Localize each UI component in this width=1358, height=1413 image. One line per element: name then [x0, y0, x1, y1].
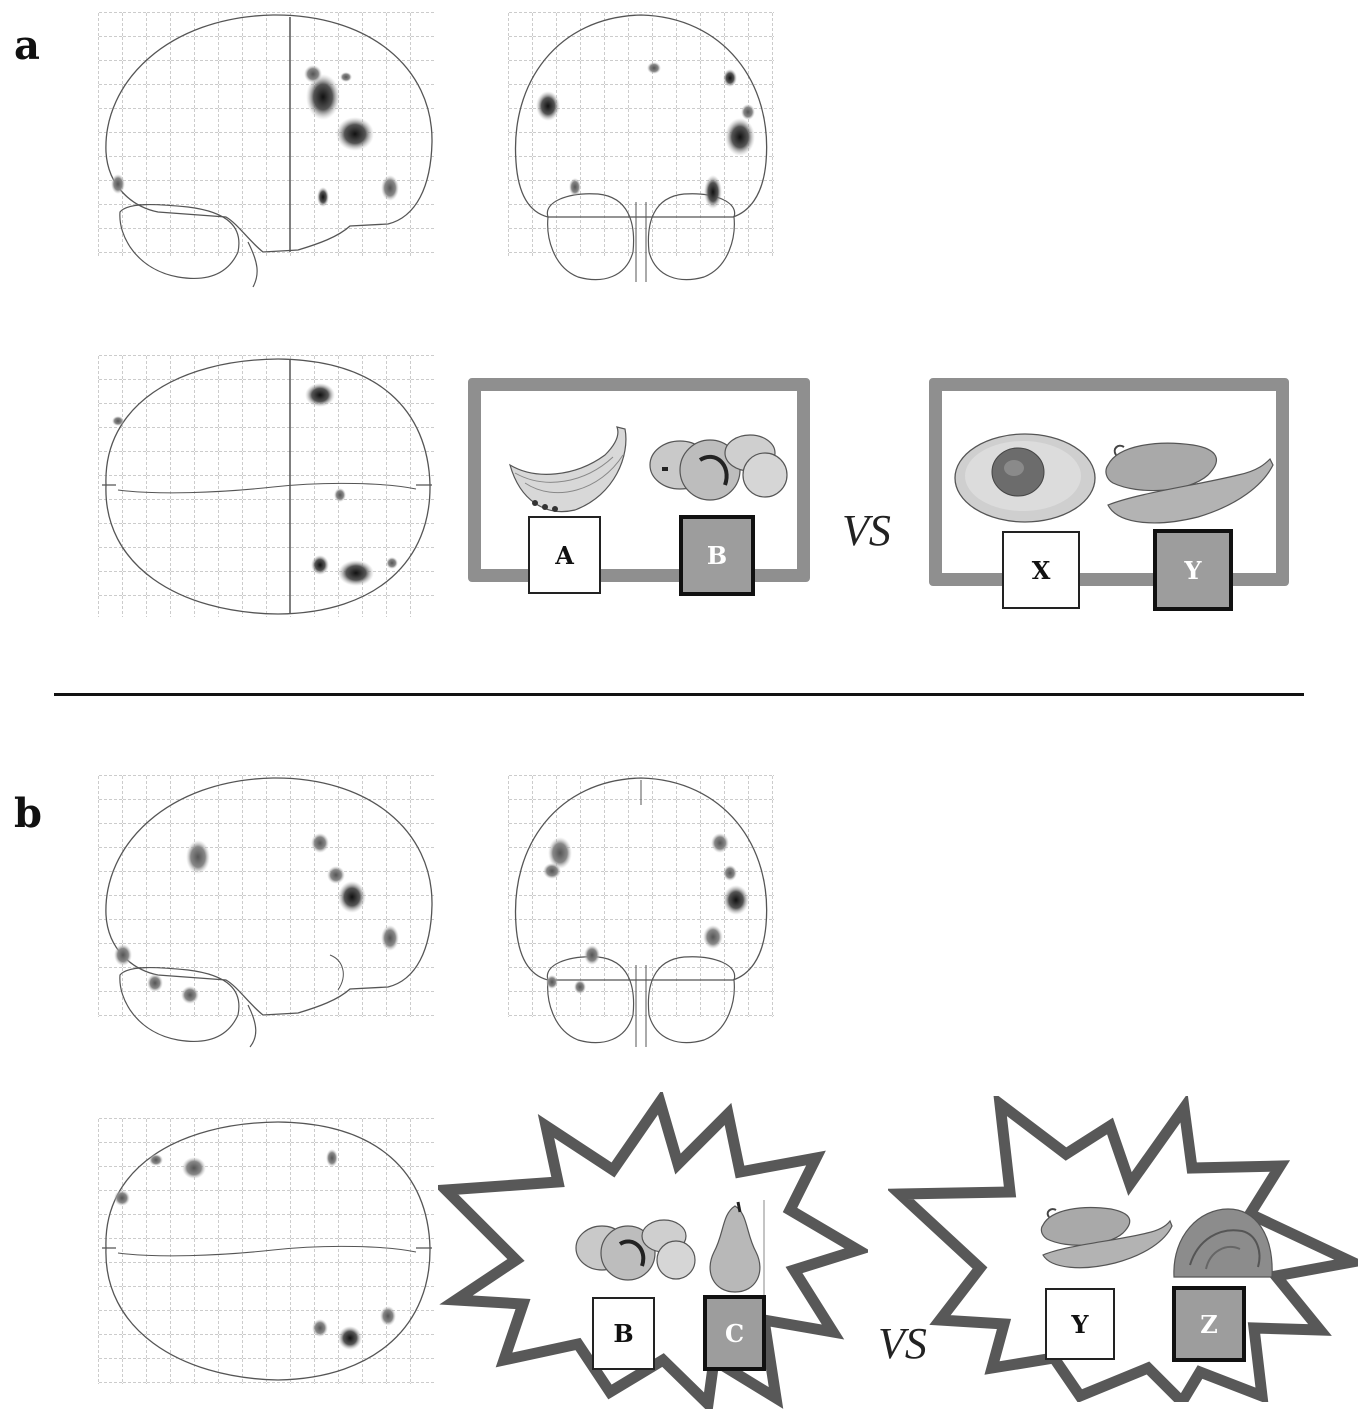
panel-divider	[54, 693, 1304, 696]
label-box-z: Z	[1172, 1286, 1246, 1362]
glass-brain-axial-a	[98, 355, 434, 621]
versus-label-a: VS	[842, 505, 891, 556]
glass-brain-sagittal-a	[98, 12, 434, 288]
glass-brain-sagittal-b	[98, 775, 434, 1051]
label-box-c: C	[703, 1295, 766, 1371]
glass-brain-axial-b	[98, 1118, 434, 1386]
pepper-image	[1098, 425, 1278, 539]
label-box-b: B	[679, 515, 755, 596]
panel-letter-a: a	[14, 22, 40, 69]
label-box-y-2: Y	[1045, 1288, 1115, 1360]
mushroom-image	[640, 425, 790, 509]
label-box-b-2: B	[592, 1297, 655, 1370]
glass-brain-coronal-b	[508, 775, 774, 1051]
glass-brain-coronal-a	[508, 12, 774, 288]
label-box-x: X	[1002, 531, 1080, 609]
pear-image	[700, 1200, 770, 1299]
lettuce-image	[1170, 1205, 1275, 1285]
label-box-y: Y	[1153, 529, 1233, 611]
banana-image	[505, 425, 633, 521]
avocado-image	[950, 428, 1100, 532]
pepper-image-b	[1035, 1195, 1175, 1279]
label-box-a: A	[528, 516, 601, 594]
panel-letter-b: b	[14, 790, 42, 837]
mushroom-image-b	[570, 1208, 700, 1290]
